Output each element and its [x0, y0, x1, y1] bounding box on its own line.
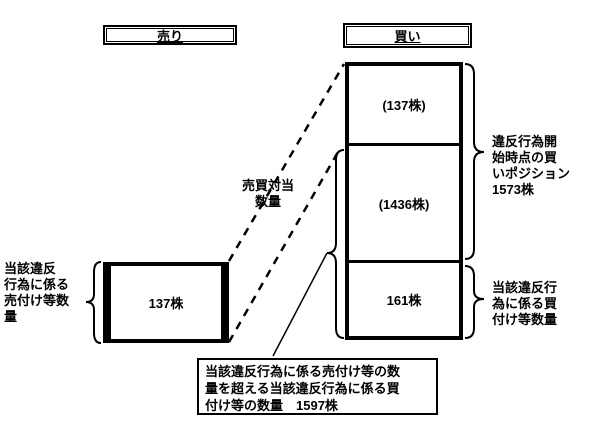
segment-divider-1	[349, 143, 459, 146]
note-pointer-line	[272, 252, 328, 357]
buy-segment-3: 161株	[386, 293, 422, 308]
brace-excess-quantity	[326, 149, 345, 339]
matched-quantity-label: 売買対当 数量	[241, 178, 294, 209]
buy-title-inner-border: 買い	[346, 26, 469, 45]
buy-position-label: 違反行為開 始時点の買 いポジション 1573株	[492, 134, 571, 197]
sell-value: 137株	[148, 296, 184, 311]
sell-quantity-label: 当該違反 行為に係る 売付け等数 量	[4, 261, 70, 324]
sell-title-box: 売り	[103, 25, 237, 45]
brace-sell-quantity	[85, 261, 102, 344]
segment-divider-2	[349, 260, 459, 263]
buy-segment-1: (137株)	[382, 98, 426, 113]
dashed-match-line-top	[227, 63, 346, 262]
brace-buy-position	[464, 63, 485, 260]
excess-note-box: 当該違反行為に係る売付け等の数 量を超える当該違反行為に係る買 付け等の数量 1…	[197, 358, 438, 415]
buy-quantity-label: 当該違反行 為に係る買 付け等数量	[492, 280, 558, 327]
sell-value-box: 137株	[103, 262, 229, 343]
brace-buy-quantity	[464, 265, 485, 339]
sell-title-inner-border: 売り	[106, 28, 234, 44]
buy-segment-2: (1436株)	[378, 196, 430, 212]
sell-title: 売り	[156, 28, 183, 44]
buy-title: 買い	[394, 29, 421, 44]
buy-stacked-box: (137株) (1436株) 161株	[345, 62, 463, 340]
buy-title-box: 買い	[343, 23, 472, 48]
